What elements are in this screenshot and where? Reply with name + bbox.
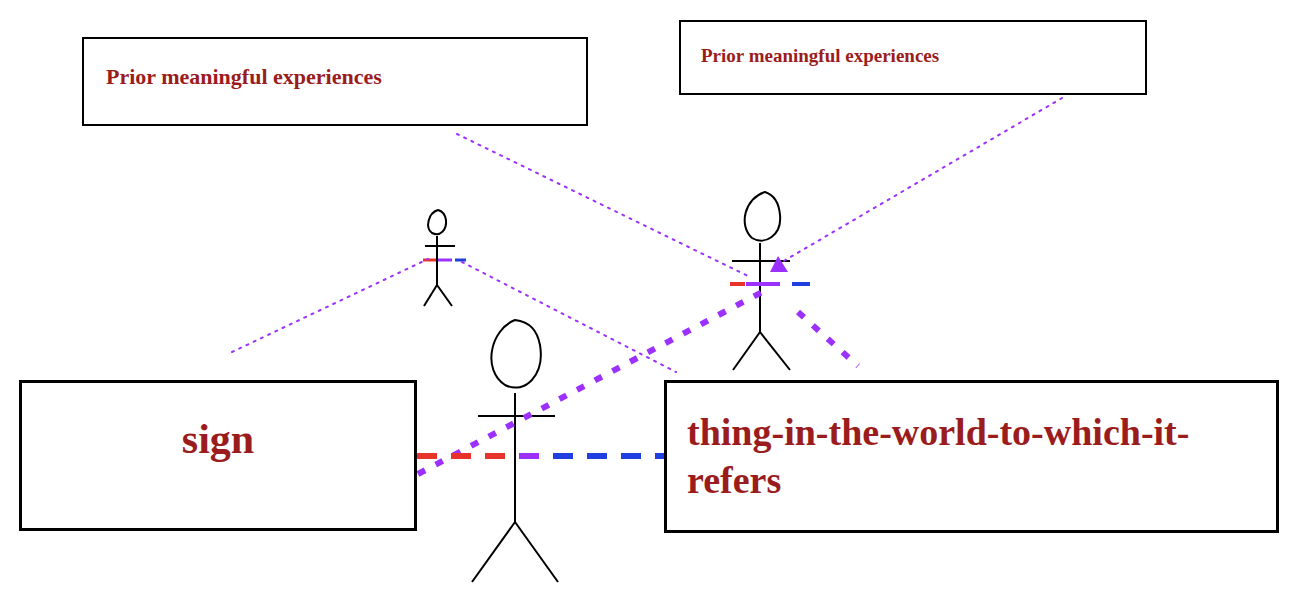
head bbox=[491, 320, 540, 388]
node-label: thing-in-the-world-to-which-it-refers bbox=[687, 409, 1256, 504]
purple-dash bbox=[746, 282, 780, 286]
dotted-leader bbox=[457, 134, 748, 276]
leg bbox=[437, 285, 452, 306]
dotted-path bbox=[798, 312, 858, 366]
node-label: sign bbox=[38, 413, 398, 466]
dotted-leader bbox=[462, 262, 676, 372]
experience-box: Prior meaningful experiences bbox=[82, 37, 588, 126]
experience-box: Prior meaningful experiences bbox=[679, 20, 1147, 95]
body bbox=[436, 236, 438, 285]
blue-dash bbox=[792, 282, 810, 286]
blue-dash bbox=[455, 259, 466, 262]
leg bbox=[733, 332, 760, 370]
arms bbox=[478, 415, 555, 417]
sign-box: sign bbox=[19, 380, 417, 531]
node-label: Prior meaningful experiences bbox=[701, 44, 1125, 68]
head bbox=[745, 192, 780, 241]
body bbox=[514, 393, 516, 522]
thin-dotted-lines bbox=[232, 98, 1062, 372]
node-label: Prior meaningful experiences bbox=[106, 63, 564, 91]
arms bbox=[425, 245, 455, 247]
purple-dash bbox=[438, 259, 452, 262]
referent-box: thing-in-the-world-to-which-it-refers bbox=[664, 380, 1279, 533]
dotted-leader bbox=[232, 259, 428, 352]
leg bbox=[472, 522, 515, 582]
head bbox=[428, 210, 446, 234]
red-dash bbox=[423, 259, 436, 262]
connector-line bbox=[417, 453, 664, 459]
body bbox=[759, 243, 761, 332]
dotted-leader bbox=[782, 98, 1062, 262]
figure-dashes bbox=[423, 260, 810, 284]
red-dash bbox=[730, 282, 745, 286]
leg bbox=[760, 332, 790, 370]
leg bbox=[424, 285, 437, 306]
leg bbox=[515, 522, 558, 582]
arrowhead bbox=[770, 256, 788, 272]
